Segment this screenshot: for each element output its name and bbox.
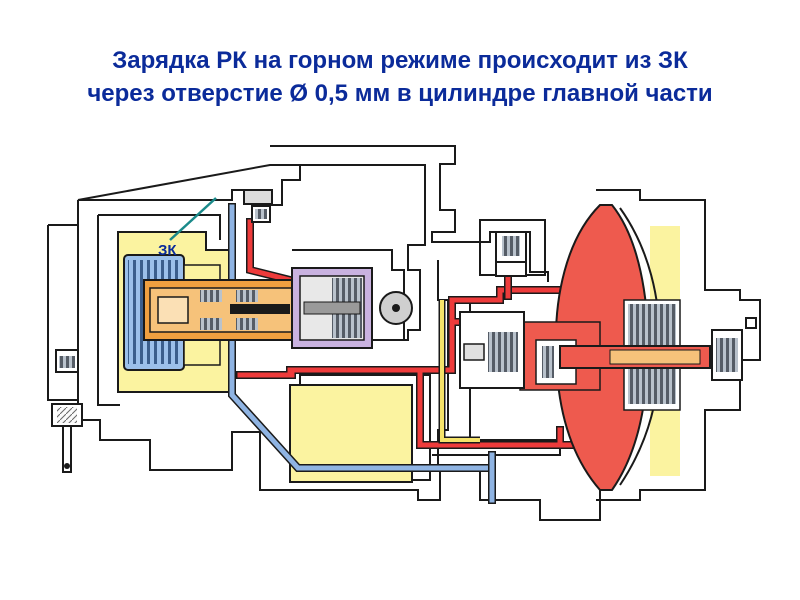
- title-line-2: через отверстие Ø 0,5 мм в цилиндре глав…: [87, 80, 713, 107]
- title-line-1: Зарядка РК на горном режиме происходит и…: [112, 47, 688, 74]
- top-check-valve: [243, 189, 273, 223]
- slide-title: Зарядка РК на горном режиме происходит и…: [0, 44, 800, 110]
- upper-right-valve: [495, 231, 527, 277]
- red-air-channels: [236, 218, 600, 449]
- purple-valve: [291, 267, 413, 349]
- zk-pointer: [169, 197, 217, 241]
- housing-outline: [47, 145, 761, 521]
- left-end-cap: [51, 349, 83, 473]
- right-spring-stack: [559, 299, 757, 411]
- main-piston-cylinder: [143, 279, 303, 341]
- zk-label: ЗК: [158, 242, 177, 259]
